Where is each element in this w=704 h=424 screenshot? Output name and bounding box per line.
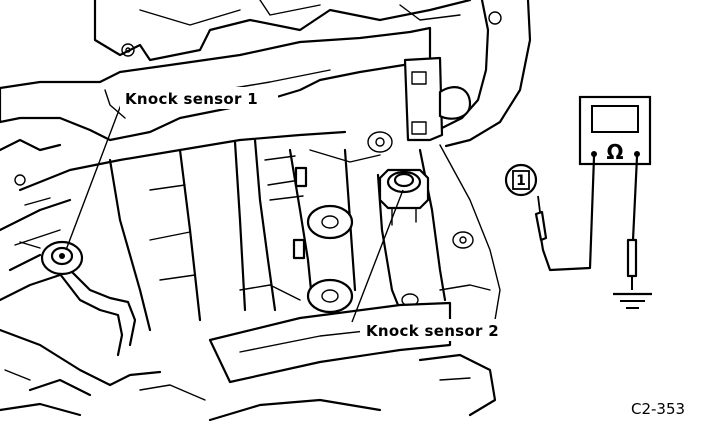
engine-upper-background <box>0 0 502 186</box>
leader-lines <box>65 101 404 323</box>
label-knock-sensor-2: Knock sensor 2 <box>366 322 499 340</box>
ohmmeter: Ω <box>578 95 652 166</box>
terminal-number: 1 <box>516 173 526 189</box>
engine-rail <box>0 26 432 142</box>
leader-line-sensor-2 <box>351 189 404 323</box>
terminal-marker: 1 <box>504 163 538 197</box>
meter-terminal-right <box>634 151 640 157</box>
engine-bracket <box>403 56 444 142</box>
label-background-sensor-1 <box>120 87 278 109</box>
engine-bosses <box>306 131 491 314</box>
lower-pipe <box>208 301 452 384</box>
engine-lower-left <box>0 328 497 422</box>
label-background-sensor-2 <box>360 319 526 341</box>
knock-sensor-2 <box>378 168 430 226</box>
figure-code: C2-353 <box>631 400 685 418</box>
ground-icon <box>613 292 652 309</box>
leader-line-sensor-1 <box>65 101 123 251</box>
knock-sensor-1 <box>19 240 137 357</box>
ohm-symbol: Ω <box>606 140 623 164</box>
engine-hose <box>438 0 532 148</box>
meter-terminal-left <box>591 151 597 157</box>
meter-leads <box>534 155 639 290</box>
engine-block <box>0 130 501 332</box>
label-knock-sensor-1: Knock sensor 1 <box>125 90 258 108</box>
